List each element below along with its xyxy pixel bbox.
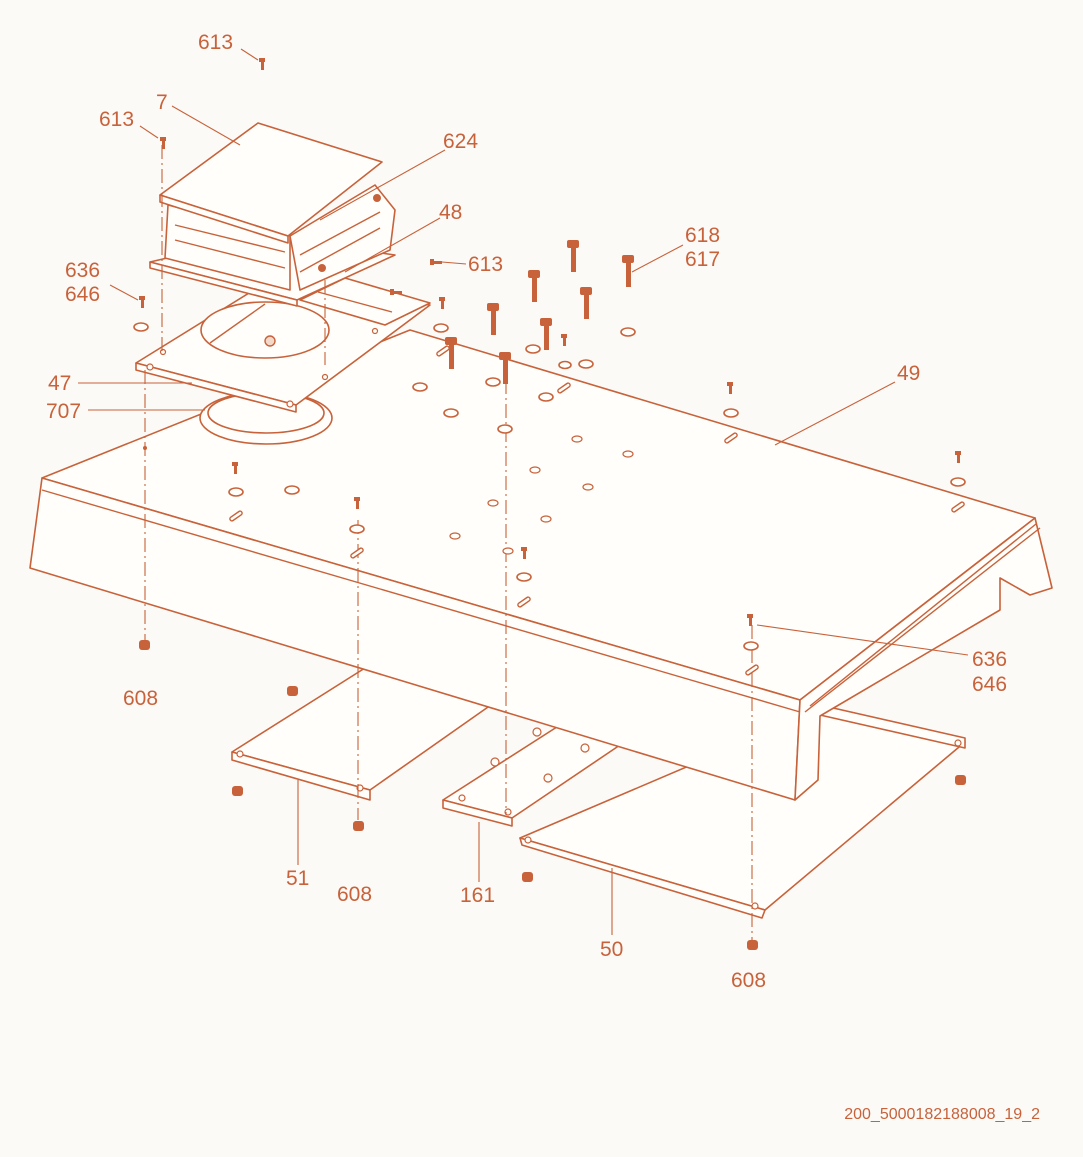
document-id: 200_5000182188008_19_2 [844, 1106, 1040, 1123]
part-labels: 613 7 613 624 48 613 618 617 636 646 47 … [46, 31, 1007, 992]
part-51-plate [231, 667, 499, 801]
label-608-right: 608 [731, 969, 766, 992]
label-47: 47 [48, 372, 71, 395]
label-646-left: 646 [65, 283, 100, 306]
small-screws [139, 58, 961, 626]
label-608-left: 608 [123, 687, 158, 710]
label-613-mid: 613 [468, 253, 503, 276]
label-613-left: 613 [99, 108, 134, 131]
label-51: 51 [286, 867, 309, 890]
label-48: 48 [439, 201, 462, 224]
label-50: 50 [600, 938, 623, 961]
label-707: 707 [46, 400, 81, 423]
large-bolts [445, 240, 634, 384]
label-646-right: 646 [972, 673, 1007, 696]
label-618: 618 [685, 224, 720, 247]
part-161-plate [442, 724, 621, 827]
label-613-top: 613 [198, 31, 233, 54]
label-161: 161 [460, 884, 495, 907]
housing-holes-and-slots [229, 345, 965, 676]
leader-lines [78, 48, 969, 935]
part-7-cap [159, 122, 383, 244]
alignment-lines [144, 145, 753, 945]
washers [133, 322, 966, 651]
label-7: 7 [156, 91, 168, 114]
nuts-608 [139, 446, 966, 950]
label-624: 624 [443, 130, 478, 153]
label-49: 49 [897, 362, 920, 385]
label-636-left: 636 [65, 259, 100, 282]
label-608-mid: 608 [337, 883, 372, 906]
label-617: 617 [685, 248, 720, 271]
part-624-frame [149, 184, 396, 307]
label-636-right: 636 [972, 648, 1007, 671]
